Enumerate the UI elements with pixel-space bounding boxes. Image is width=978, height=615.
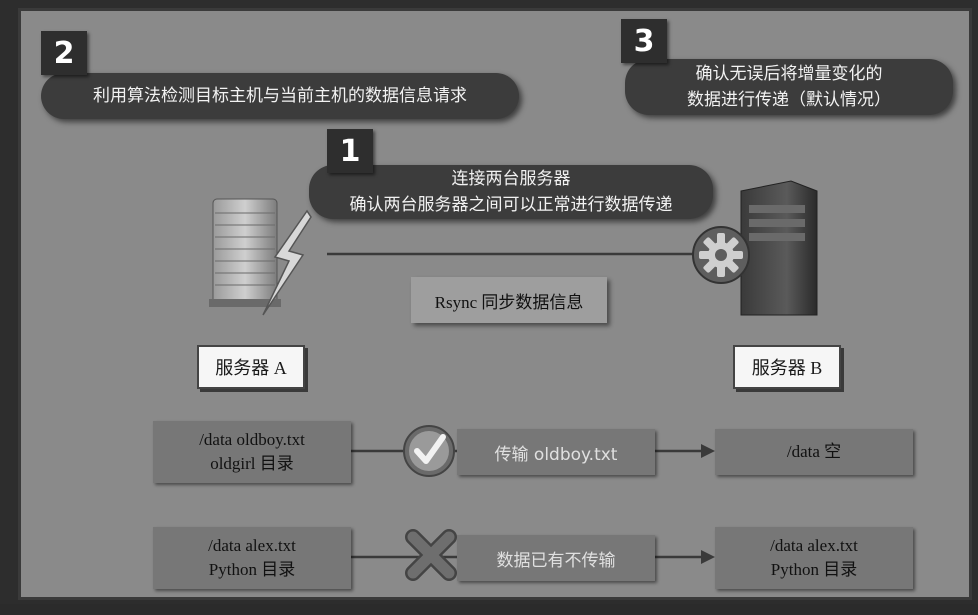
server-b-icon bbox=[740, 180, 818, 316]
step-1-banner: 连接两台服务器 确认两台服务器之间可以正常进行数据传递 bbox=[309, 165, 713, 219]
lightning-icon bbox=[262, 209, 312, 316]
step-3-number: 3 bbox=[621, 19, 667, 63]
row-1-source: /data oldboy.txt oldgirl 目录 bbox=[153, 421, 351, 483]
step-3-banner: 确认无误后将增量变化的 数据进行传递（默认情况） bbox=[625, 59, 953, 115]
row-1-target-line-1: /data 空 bbox=[786, 442, 842, 461]
row-2-source: /data alex.txt Python 目录 bbox=[153, 527, 351, 589]
row-1-source-line-1: /data oldboy.txt bbox=[199, 430, 305, 449]
step-2-number: 2 bbox=[41, 31, 87, 75]
row-2-source-line-1: /data alex.txt bbox=[208, 536, 296, 555]
step-3-text-line-2: 数据进行传递（默认情况） bbox=[687, 90, 891, 110]
row-2-source-line-2: Python 目录 bbox=[208, 560, 296, 579]
cross-icon bbox=[405, 529, 457, 581]
gear-icon bbox=[692, 226, 750, 284]
row-connectors bbox=[351, 444, 715, 564]
row-2-target-line-1: /data alex.txt bbox=[770, 536, 858, 555]
check-icon bbox=[403, 425, 455, 477]
row-2-action: 数据已有不传输 bbox=[457, 535, 655, 581]
diagram-panel: 利用算法检测目标主机与当前主机的数据信息请求 2 确认无误后将增量变化的 数据进… bbox=[18, 8, 972, 600]
server-a-label: 服务器 A bbox=[197, 345, 305, 389]
row-2-target: /data alex.txt Python 目录 bbox=[715, 527, 913, 589]
server-a-icon bbox=[209, 198, 281, 307]
row-1-target: /data 空 bbox=[715, 429, 913, 475]
rsync-label: Rsync 同步数据信息 bbox=[411, 277, 607, 323]
step-1-text-line-1: 连接两台服务器 bbox=[451, 169, 571, 189]
step-1-number: 1 bbox=[327, 129, 373, 173]
row-2-target-line-2: Python 目录 bbox=[770, 560, 858, 579]
step-2-text-line-1: 利用算法检测目标主机与当前主机的数据信息请求 bbox=[93, 86, 467, 106]
server-b-label: 服务器 B bbox=[733, 345, 841, 389]
step-3-text-line-1: 确认无误后将增量变化的 bbox=[695, 64, 883, 84]
row-1-source-line-2: oldgirl 目录 bbox=[210, 454, 294, 473]
step-1-text-line-2: 确认两台服务器之间可以正常进行数据传递 bbox=[349, 195, 673, 215]
row-1-action: 传输 oldboy.txt bbox=[457, 429, 655, 475]
step-2-banner: 利用算法检测目标主机与当前主机的数据信息请求 bbox=[41, 73, 519, 119]
